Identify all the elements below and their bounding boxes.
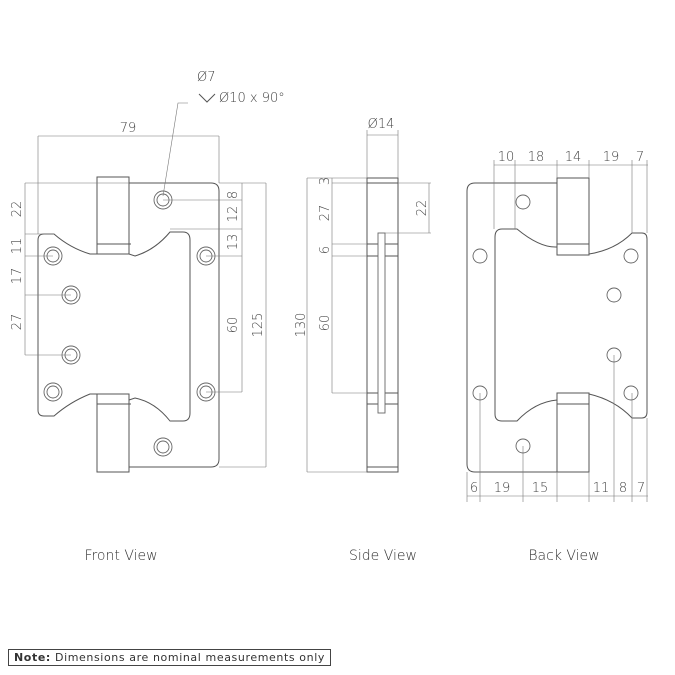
dim-60: 60 [318, 315, 333, 332]
dim-130: 130 [294, 313, 309, 338]
note-label: Note: [14, 651, 51, 664]
dim-hole-diameter: Ø7 [197, 70, 216, 85]
dim-top-7: 7 [636, 150, 644, 165]
back-view-label: Back View [528, 548, 599, 564]
dim-bottom-7: 7 [637, 481, 645, 496]
back-right-leaf [588, 232, 648, 419]
note-box: Note: Dimensions are nominal measurement… [8, 649, 331, 666]
dim-countersink: Ø10 x 90° [219, 91, 285, 106]
dim-6: 6 [318, 246, 333, 254]
dim-top-10: 10 [498, 150, 515, 165]
dim-22: 22 [10, 201, 25, 218]
side-pin [366, 177, 399, 473]
dim-125: 125 [251, 313, 266, 338]
front-view-label: Front View [84, 548, 157, 564]
dim-27: 27 [10, 314, 25, 331]
side-view-label: Side View [349, 548, 417, 564]
front-knuckle-top [96, 176, 130, 255]
side-view: Ø14 3 27 6 60 130 22 [294, 117, 431, 473]
dim-8: 8 [226, 191, 241, 199]
dim-27: 27 [318, 205, 333, 222]
front-knuckle-bottom [96, 393, 130, 473]
dim-top-18: 18 [528, 150, 545, 165]
dim-bottom-11: 11 [593, 481, 610, 496]
side-leaf [377, 232, 386, 414]
front-left-leaf [37, 233, 97, 417]
dim-79: 79 [120, 121, 137, 136]
dim-17: 17 [10, 268, 25, 285]
dim-bottom-15: 15 [532, 481, 549, 496]
dim-top-19: 19 [603, 150, 620, 165]
back-knuckle-bottom [556, 392, 590, 473]
dim-bottom-6: 6 [470, 481, 478, 496]
back-screw-holes [472, 194, 639, 454]
dim-13: 13 [226, 234, 241, 251]
dim-11: 11 [10, 238, 25, 255]
dim-bottom-8: 8 [619, 481, 627, 496]
dim-60: 60 [226, 317, 241, 334]
front-right-leaf [128, 182, 220, 468]
dim-top-14: 14 [565, 150, 582, 165]
dim-3: 3 [318, 177, 333, 185]
countersink-symbol [198, 93, 216, 103]
dim-bottom-19: 19 [494, 481, 511, 496]
dim-22: 22 [415, 200, 430, 217]
dim-pin-diameter: Ø14 [368, 117, 395, 132]
back-left-leaf [466, 182, 558, 473]
front-view: 79 Ø7 Ø10 x 90° 8 12 13 60 125 22 11 17 … [10, 70, 285, 473]
back-knuckle-top [556, 177, 590, 256]
note-text: Dimensions are nominal measurements only [55, 651, 325, 664]
dim-12: 12 [226, 206, 241, 223]
back-view: 10 18 14 19 7 6 19 15 11 8 7 [466, 150, 648, 502]
